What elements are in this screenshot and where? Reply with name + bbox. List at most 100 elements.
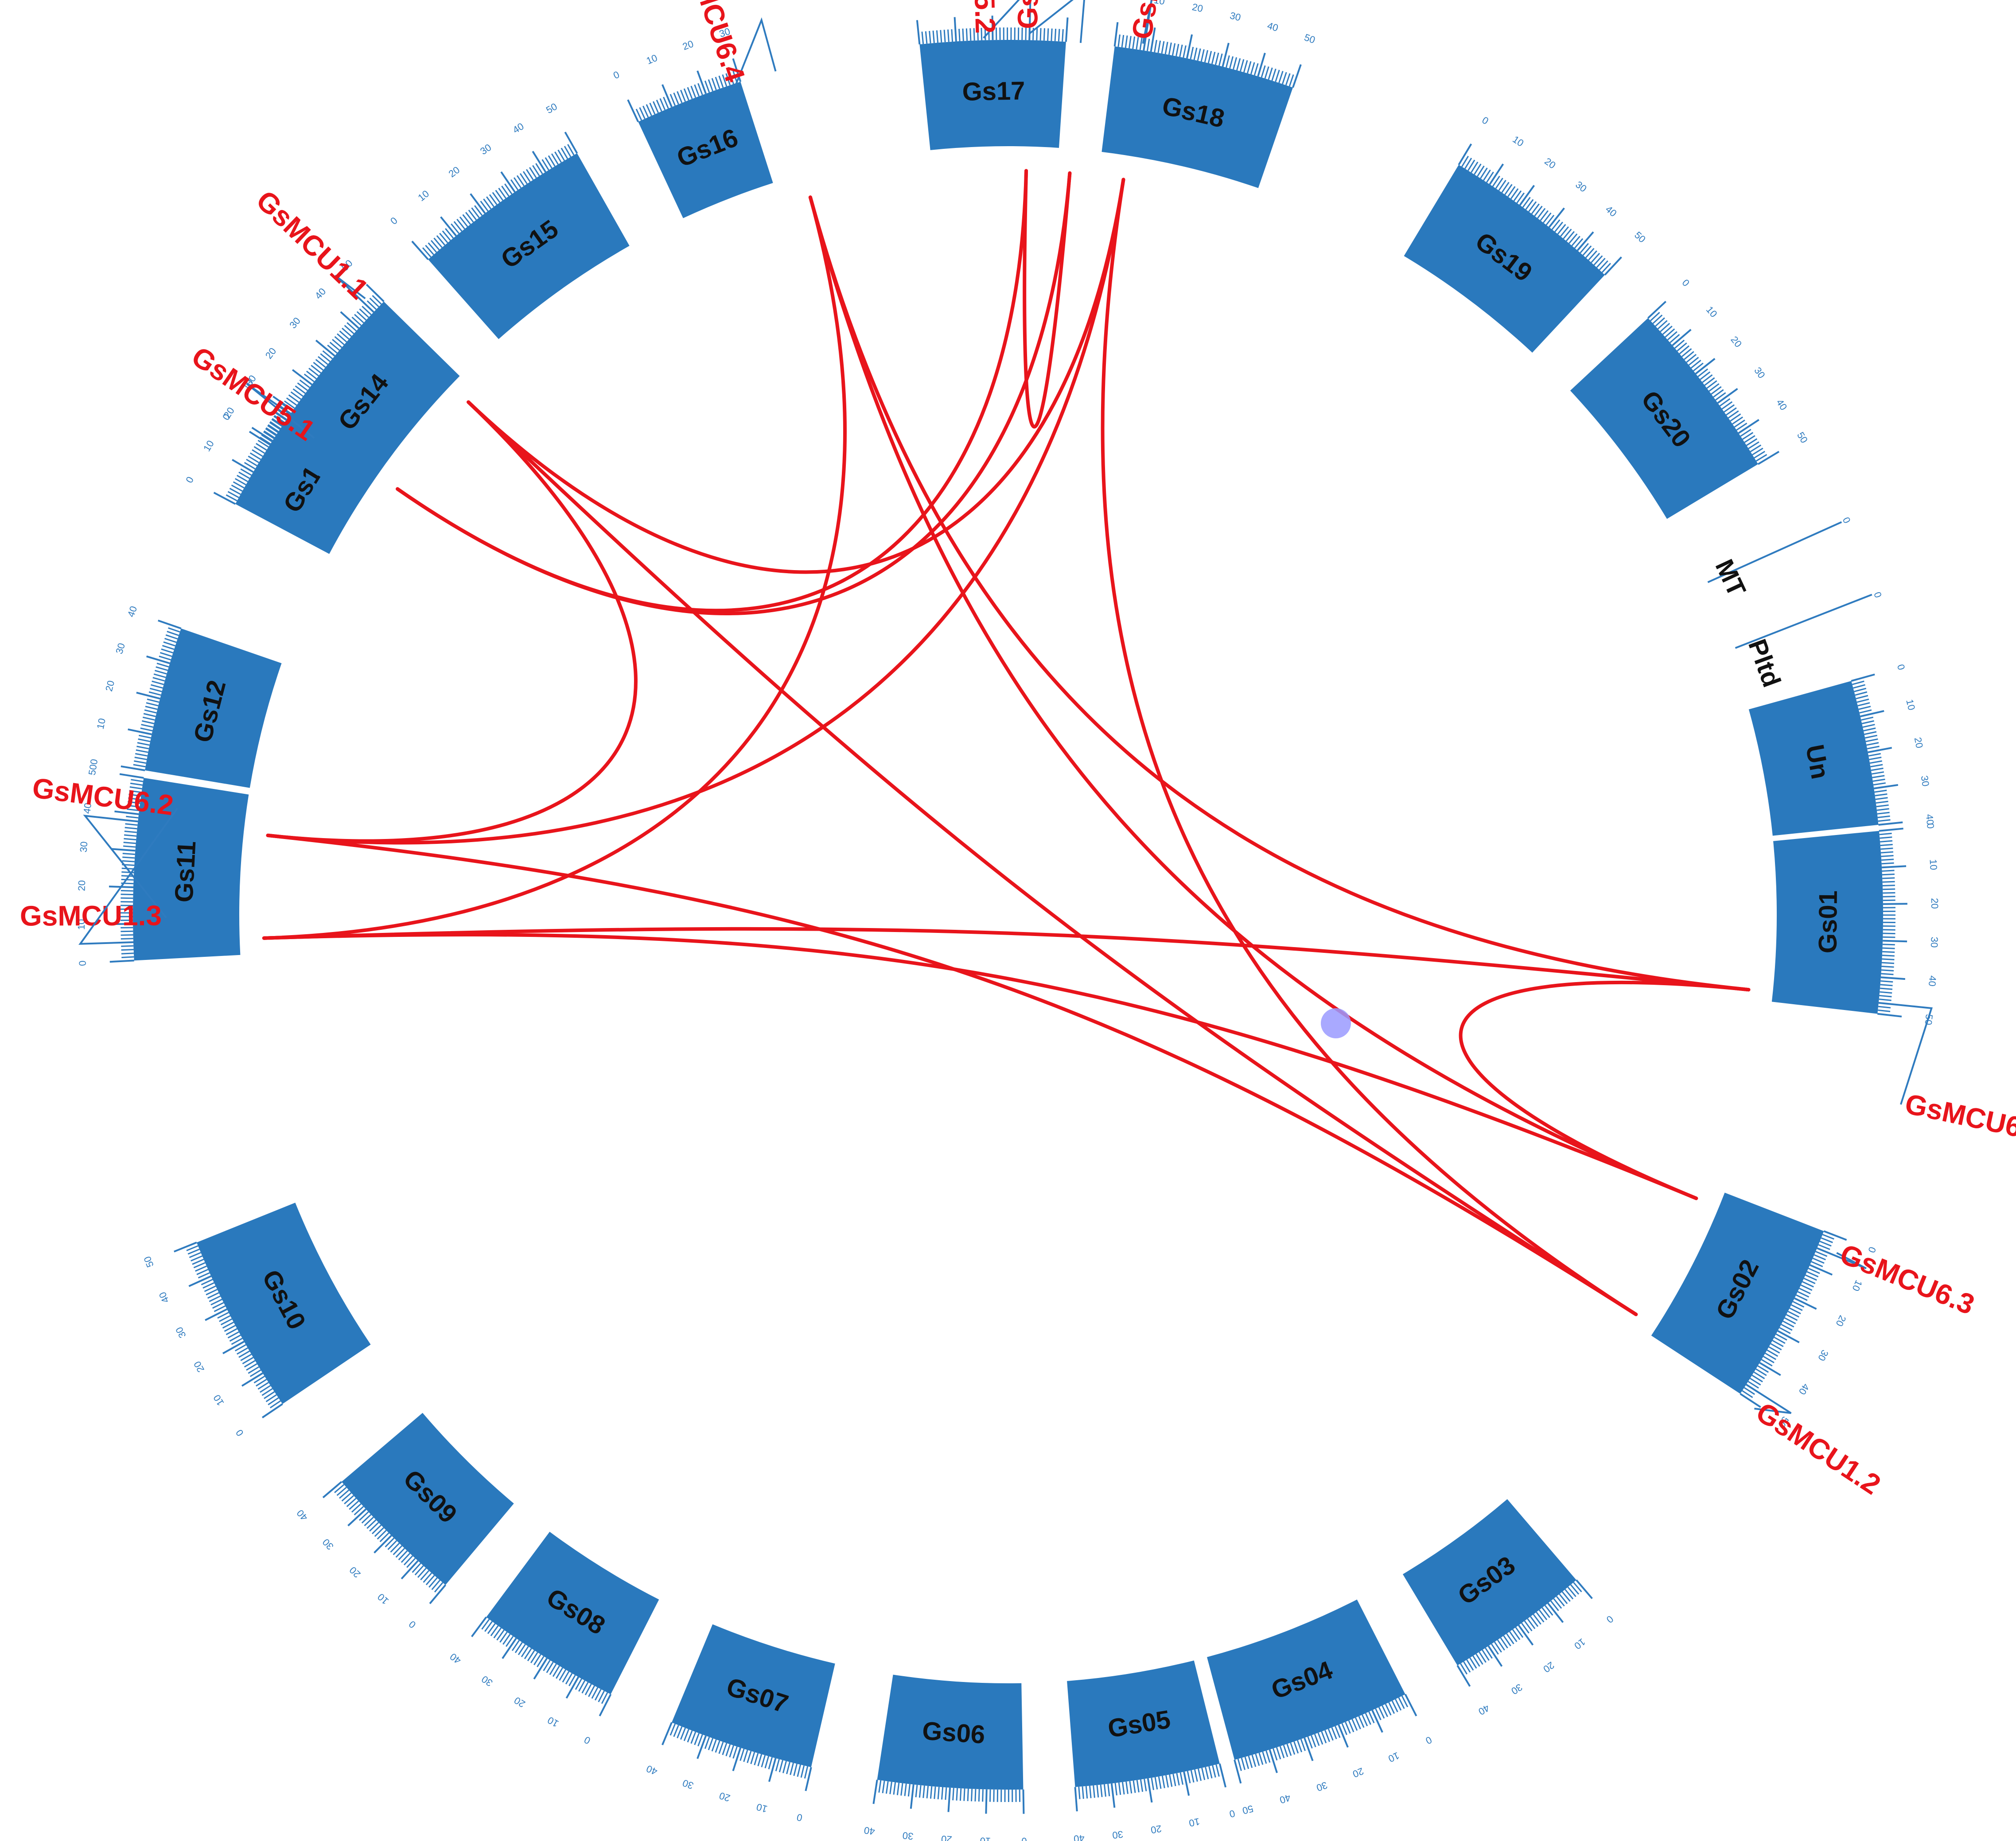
minor-tick: [1485, 1647, 1493, 1659]
minor-tick: [1472, 1655, 1480, 1667]
minor-tick: [1742, 432, 1754, 440]
minor-tick: [167, 631, 179, 636]
minor-tick: [124, 834, 137, 837]
minor-tick: [122, 856, 135, 859]
minor-tick: [1863, 727, 1876, 732]
minor-tick: [1565, 231, 1575, 242]
minor-tick: [1327, 1728, 1334, 1741]
minor-tick: [694, 1733, 700, 1745]
major-tick: [1456, 1665, 1471, 1687]
minor-tick: [1248, 1756, 1253, 1768]
minor-tick: [743, 1750, 748, 1762]
chromosome-label-un: Un: [1800, 742, 1835, 781]
minor-tick: [1709, 383, 1720, 392]
minor-tick: [639, 107, 646, 119]
minor-tick: [306, 370, 317, 380]
gene-label: GsMCU5.2: [966, 0, 1002, 34]
gene-marker-line: [1029, 0, 1085, 43]
minor-tick: [504, 183, 513, 194]
major-tick: [1371, 1709, 1383, 1733]
minor-tick: [974, 1789, 977, 1802]
minor-tick: [1506, 1633, 1514, 1644]
major-tick: [662, 84, 673, 108]
minor-tick: [313, 361, 324, 371]
minor-tick: [1536, 1612, 1545, 1623]
tick-label: 10: [1386, 1750, 1401, 1764]
tick-label: 20: [1542, 155, 1557, 171]
tick-label: 50: [1795, 430, 1810, 445]
minor-tick: [231, 1337, 243, 1345]
minor-tick: [1593, 255, 1603, 266]
tick-label: 10: [375, 1591, 391, 1607]
minor-tick: [1765, 1352, 1777, 1360]
minor-tick: [334, 1484, 345, 1493]
tick-label: 30: [1752, 365, 1767, 380]
major-tick: [1757, 451, 1780, 465]
minor-tick: [1497, 1639, 1505, 1651]
minor-tick: [578, 1680, 586, 1692]
minor-tick: [246, 1363, 257, 1371]
minor-tick: [372, 295, 382, 305]
minor-tick: [244, 1360, 256, 1368]
chromosome-label-gs01: Gs01: [1814, 890, 1843, 953]
minor-tick: [428, 242, 437, 253]
minor-tick: [292, 388, 304, 397]
minor-tick: [518, 1644, 526, 1655]
minor-tick: [268, 424, 279, 432]
tick-label: 10: [545, 1714, 560, 1729]
minor-tick: [1684, 351, 1694, 360]
tick-label: 0: [1841, 516, 1853, 525]
minor-tick: [422, 247, 432, 258]
minor-tick: [715, 1740, 720, 1753]
minor-tick: [711, 78, 717, 90]
tick-label: 10: [211, 1393, 226, 1408]
minor-tick: [878, 1780, 882, 1793]
minor-tick: [320, 353, 331, 362]
minor-tick: [1881, 965, 1894, 968]
minor-tick: [334, 336, 345, 346]
chromosome-gs17: 010203040Gs17: [916, 16, 1069, 150]
minor-tick: [359, 308, 370, 318]
minor-tick: [249, 1369, 261, 1377]
minor-tick: [1761, 1359, 1773, 1367]
minor-tick: [642, 105, 649, 118]
minor-tick: [1314, 1734, 1320, 1746]
minor-tick: [535, 163, 543, 175]
minor-tick: [260, 1385, 271, 1393]
minor-tick: [1190, 47, 1194, 59]
minor-tick: [1171, 43, 1176, 56]
minor-tick: [201, 1279, 213, 1286]
minor-tick: [521, 1646, 529, 1658]
tick-label: 0: [1117, 0, 1124, 1]
minor-tick: [1509, 1631, 1518, 1643]
minor-tick: [125, 827, 137, 830]
major-tick: [111, 848, 136, 852]
tick-label: 50: [1632, 229, 1648, 245]
minor-tick: [1089, 1786, 1092, 1798]
minor-tick: [591, 1687, 599, 1699]
minor-tick: [546, 1662, 554, 1673]
minor-tick: [308, 368, 319, 377]
gene-marker-line: [1142, 0, 1153, 51]
minor-tick: [1748, 441, 1759, 449]
minor-tick: [562, 1671, 570, 1683]
tick-label: 40: [295, 1507, 310, 1523]
minor-tick: [1670, 334, 1680, 343]
minor-tick: [1751, 1375, 1763, 1383]
minor-tick: [513, 177, 522, 189]
minor-tick: [502, 1634, 511, 1645]
minor-tick: [1856, 695, 1868, 699]
minor-tick: [981, 27, 983, 40]
minor-tick: [1876, 804, 1889, 808]
minor-tick: [329, 342, 340, 351]
minor-tick: [551, 153, 559, 165]
tick-label: 40: [1603, 203, 1619, 219]
minor-tick: [1385, 1704, 1392, 1716]
minor-tick: [128, 797, 141, 800]
minor-tick: [793, 1763, 798, 1776]
minor-tick: [1585, 248, 1595, 258]
minor-tick: [1464, 158, 1472, 169]
minor-tick: [1782, 1321, 1794, 1328]
minor-tick: [1469, 1657, 1477, 1669]
tick-label: 10: [1188, 1816, 1201, 1829]
